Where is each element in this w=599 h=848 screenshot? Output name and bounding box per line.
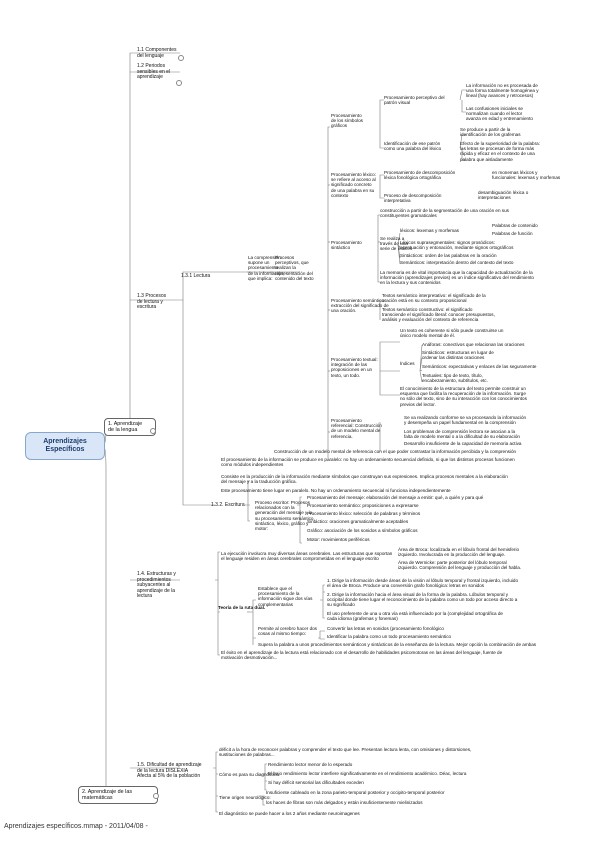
node-modelo-mental[interactable]: Construcción de un modelo mental de refe… — [274, 449, 517, 454]
node-pe-motor[interactable]: Motor: movimientos periféricos — [307, 537, 370, 542]
node-via-2[interactable]: 2. Dirige la información hacia el área v… — [327, 592, 518, 608]
node-produccion-informacion[interactable]: Consiste en la producción de la informac… — [221, 474, 508, 485]
footer-filename: Aprendizajes específicos.mmap - 2011/04/… — [4, 823, 148, 830]
node-via-1[interactable]: 1. Dirige la información desde áreas de … — [327, 578, 518, 589]
node-dos-cosas[interactable]: Permite al cerebro hacer dos cosas al mi… — [258, 626, 317, 637]
node-sintacticos-textuales[interactable]: Sintácticos: estructuras en lugar de ord… — [422, 350, 494, 361]
node-cableado[interactable]: Insuficiente cableado en la zona parieto… — [266, 790, 445, 795]
node-identificacion-grafemas[interactable]: Se produce a partir de la identificación… — [460, 127, 521, 138]
node-palabras-contenido[interactable]: Palabras de contenido — [492, 223, 538, 228]
expand-toggle-icon[interactable] — [153, 793, 159, 799]
node-pe-lexico[interactable]: Procesamiento léxico: selección de palab… — [307, 511, 421, 516]
node-procesamiento-referencial[interactable]: Procesamiento referencial: Construcción … — [331, 418, 382, 439]
node-indices-lexicos[interactable]: léxicos: lexemas y morfemas — [400, 228, 459, 233]
expand-toggle-icon[interactable] — [178, 55, 184, 61]
node-dos-vias[interactable]: Establece que el procesamiento de la inf… — [258, 586, 313, 607]
node-indices-sintacticos[interactable]: Sintácticos: orden de las palabras en la… — [400, 253, 497, 258]
node-procesos-perceptivos[interactable]: Procesos perceptivos, que realizan la re… — [275, 255, 314, 281]
node-referencial-progresivo[interactable]: Se va realizando conforme se va procesan… — [404, 415, 527, 426]
node-textuales[interactable]: Textuales: tipo de texto, título, encabe… — [422, 373, 488, 384]
node-componentes-lenguaje[interactable]: 1.1 Componentes del lenguaje — [137, 47, 177, 59]
node-pe-mensaje[interactable]: Procesamiento del mensaje: elaboración d… — [307, 495, 484, 500]
node-uso-preferente[interactable]: El uso preferente de una u otra vía está… — [327, 611, 503, 622]
node-exito-aprendizaje[interactable]: El éxito en el aprendizaje de la lectura… — [221, 650, 503, 661]
node-semantico-constructivo[interactable]: Textos semántico constructivo: el signif… — [382, 307, 495, 323]
root-node[interactable]: Aprendizajes Específicos — [25, 432, 105, 460]
node-monemas[interactable]: en monemas léxicos y funcionales: lexema… — [492, 170, 561, 181]
node-procesamiento-simbolos[interactable]: Procesamiento de los símbolos gráficos — [331, 113, 363, 129]
node-ruta-dual[interactable]: Teoría de la ruta dual. — [218, 605, 266, 610]
node-descomposicion-lexica[interactable]: Procesamiento de descomposición léxica f… — [384, 170, 456, 181]
node-confusiones-iniciales[interactable]: Las confusiones iniciales se normalizan … — [466, 106, 533, 122]
node-diagnostico[interactable]: Cómo es para su diagnóstico — [219, 772, 279, 777]
node-periodos-sensibles[interactable]: 1.2 Periodos sensibles en el aprendizaje — [137, 63, 171, 81]
node-escritura[interactable]: 1.3.2. Escritura — [211, 502, 245, 508]
node-origen-neurologico[interactable]: Tiene origen neurológico: — [219, 795, 271, 800]
node-procesamiento-textual[interactable]: Procesamiento textual: integración de la… — [331, 357, 378, 378]
node-diagnostico-2-anos[interactable]: El diagnóstico se puede hacer a los 2 añ… — [219, 811, 360, 816]
node-interfiere[interactable]: El bajo rendimiento lector interfiere si… — [268, 771, 467, 776]
node-combinacion[interactable]: Supera la palabra a unos procedimientos … — [258, 642, 537, 647]
node-suprasegmentales[interactable]: Léxicos suprasegmentales: signos prosódi… — [400, 240, 514, 251]
node-deficit-sensorial[interactable]: Si hay déficit sensorial las dificultade… — [268, 780, 364, 785]
node-procesamiento-semantico[interactable]: Procesamiento semántico : extracción del… — [331, 298, 389, 314]
node-superioridad-palabra[interactable]: Efecto de la superioridad de la palabra:… — [460, 141, 540, 162]
node-convertir-letras[interactable]: Convertir las letras en sonidos (procesa… — [327, 626, 444, 631]
node-memoria[interactable]: La memoria es de vital importancia que l… — [380, 270, 534, 286]
node-procesamiento-lexico[interactable]: Procesamiento léxico: se refiere al acce… — [331, 172, 376, 198]
node-aprendizaje-matematicas[interactable]: 2. Aprendizaje de las matemáticas — [78, 786, 158, 804]
node-memoria-activa[interactable]: Desarrollo insuficiente de la capacidad … — [404, 441, 522, 446]
node-serie-indices[interactable]: Se realiza a través de una serie de índi… — [380, 236, 413, 252]
node-palabras-funcion[interactable]: Palabras de función — [492, 231, 533, 236]
node-semanticos-textuales[interactable]: Semánticos: expectativas y enlaces de la… — [422, 364, 537, 369]
node-proceso-escritor[interactable]: Proceso escritor: Procesos relacionados … — [255, 500, 315, 532]
node-estructura-texto[interactable]: El conocimiento de la estructura del tex… — [400, 386, 527, 407]
node-indices-semanticos[interactable]: Semánticos: interpretación dentro del co… — [400, 260, 514, 265]
node-procesamiento-paralelo[interactable]: El procesamiento de la información se pr… — [221, 457, 515, 468]
node-pe-grafico[interactable]: Gráfico: asociación de los sonidos a sím… — [307, 528, 418, 533]
expand-toggle-icon[interactable] — [176, 80, 182, 86]
node-identificar-palabra[interactable]: Identificar la palabra como un todo proc… — [327, 634, 452, 639]
node-estructuras-subyacentes[interactable]: 1.4. Estructuras y procedimientos subyac… — [137, 571, 176, 600]
node-rendimiento-menor[interactable]: Rendimiento lector menor de lo esperado — [268, 762, 353, 767]
node-aprendizaje-lengua[interactable]: 1. Aprendizaje de la lengua — [104, 418, 156, 436]
node-patron-visual[interactable]: Procesamiento perceptivo del patrón visu… — [384, 95, 445, 106]
node-pe-semantico[interactable]: Procesamiento semántico: proposiciones a… — [307, 503, 419, 508]
node-procesos-lectura-escritura[interactable]: 1.3 Procesos de lectura y escritura — [137, 293, 167, 311]
node-desambiguacion[interactable]: desambiguación léxica o interpretaciones — [478, 190, 529, 201]
node-area-broca[interactable]: Área de Broca: localizada en el lóbulo f… — [398, 547, 520, 558]
node-problemas-comprension[interactable]: Los problemas de comprensión lectora se … — [404, 429, 520, 440]
node-area-wernicke[interactable]: Área de Wernicke: parte posterior del ló… — [398, 560, 522, 571]
node-identificacion-patron[interactable]: Identificación de ese patrón como una pa… — [384, 141, 442, 152]
node-anaforas[interactable]: Anáforas: conectivos que relacionan las … — [422, 342, 525, 347]
node-indices-textuales[interactable]: Índices — [400, 361, 415, 366]
node-construccion-segmentacion[interactable]: construcción a partir de la segmentación… — [380, 208, 509, 219]
node-areas-cerebrales[interactable]: La ejecución involucra muy diversas área… — [221, 551, 393, 562]
node-texto-coherente[interactable]: Un texto es coherente si sólo puede cons… — [400, 328, 504, 339]
node-escritura-paralelo[interactable]: Este procesamiento tiene lugar en parale… — [221, 488, 451, 493]
node-pe-sintactico[interactable]: Sintáctico: oraciones gramaticalmente ac… — [307, 519, 409, 524]
node-procesamiento-sintactico[interactable]: Procesamiento sintáctico — [331, 240, 362, 251]
node-semantico-interpretativo[interactable]: Textos semántico interpretativo: el sign… — [382, 293, 486, 304]
collapse-toggle-icon[interactable] — [150, 428, 156, 434]
node-dislexia[interactable]: 1.5. Dificultad de aprendizaje de la lec… — [137, 762, 202, 780]
node-deficit[interactable]: déficit a la hora de reconocer palabras … — [219, 747, 472, 758]
node-fibras[interactable]: los haces de fibras son más delgados y e… — [266, 800, 423, 805]
node-comprension[interactable]: La comprensión supone un procesamiento d… — [248, 255, 285, 281]
node-info-no-homogenea[interactable]: La información no es procesada de una fo… — [466, 83, 539, 99]
node-descomposicion-interpretativa[interactable]: Proceso de descomposición interpretativa — [384, 193, 442, 204]
node-lectura[interactable]: 1.3.1 Lectura — [181, 273, 211, 279]
